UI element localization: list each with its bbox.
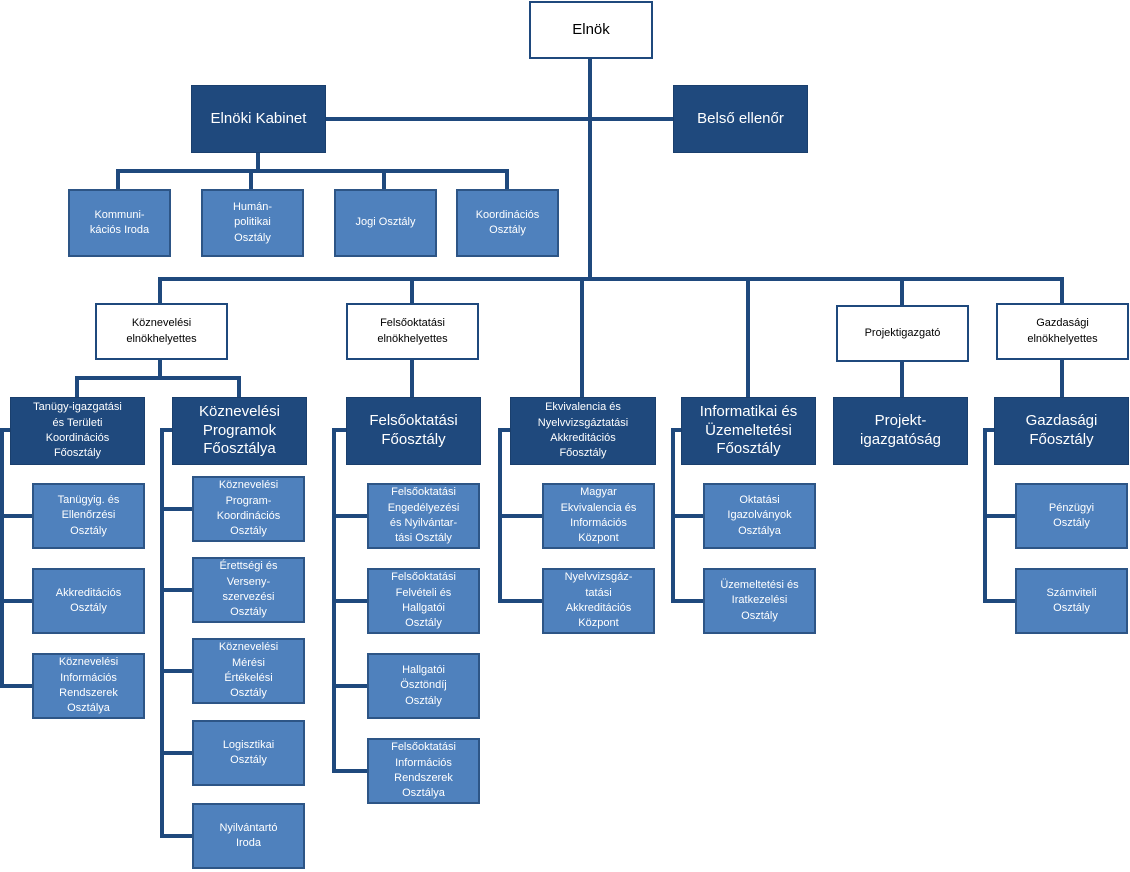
unit-hallgatoi-osztondij: Hallgatói Ösztöndíj Osztály xyxy=(367,653,480,719)
branch-koznevelesi-elnokhelyettes: Köznevelési elnökhelyettes xyxy=(95,303,228,360)
unit-penzugyi-osztaly: Pénzügyi Osztály xyxy=(1015,483,1128,549)
unit-szamviteli-osztaly: Számviteli Osztály xyxy=(1015,568,1128,634)
dept-gazdasagi-foosztaly: Gazdasági Főosztály xyxy=(994,397,1129,465)
unit-uzemeltetesi-iratkezelesi-osztaly: Üzemeltetési és Iratkezelési Osztály xyxy=(703,568,816,634)
node-belso-ellenor: Belső ellenőr xyxy=(673,85,808,153)
unit-akkreditacios-osztaly: Akkreditációs Osztály xyxy=(32,568,145,634)
unit-logisztikai-osztaly: Logisztikai Osztály xyxy=(192,720,305,786)
unit-koznevelesi-meresi-ertekelesi: Köznevelési Mérési Értékelési Osztály xyxy=(192,638,305,704)
dept-koznevelesi-programok-foosztalya: Köznevelési Programok Főosztálya xyxy=(172,397,307,465)
unit-koordinacios-osztaly: Koordinációs Osztály xyxy=(456,189,559,257)
node-elnok: Elnök xyxy=(529,1,653,59)
dept-tanugy-igazgatasi-foosztaly: Tanügy-igazgatási és Területi Koordináci… xyxy=(10,397,145,465)
unit-nyilvantarto-iroda: Nyilvántartó Iroda xyxy=(192,803,305,869)
unit-oktatasi-igazolvanyok-osztalya: Oktatási Igazolványok Osztálya xyxy=(703,483,816,549)
unit-felsooktatasi-felveteli: Felsőoktatási Felvételi és Hallgatói Osz… xyxy=(367,568,480,634)
unit-erettsegi-versenyszervezesi: Érettségi és Verseny- szervezési Osztály xyxy=(192,557,305,623)
dept-informatikai-foosztaly: Informatikai és Üzemeltetési Főosztály xyxy=(681,397,816,465)
unit-felsooktatasi-informacios-rendszerek: Felsőoktatási Információs Rendszerek Osz… xyxy=(367,738,480,804)
node-elnoki-kabinet: Elnöki Kabinet xyxy=(191,85,326,153)
unit-magyar-ekvivalencia-kozpont: Magyar Ekvivalencia és Információs Közpo… xyxy=(542,483,655,549)
dept-felsooktatasi-foosztaly: Felsőoktatási Főosztály xyxy=(346,397,481,465)
unit-jogi-osztaly: Jogi Osztály xyxy=(334,189,437,257)
unit-tanugyig-ellenorzesi-osztaly: Tanügyig. és Ellenőrzési Osztály xyxy=(32,483,145,549)
dept-ekvivalencia-foosztaly: Ekvivalencia és Nyelvvizsgáztatási Akkre… xyxy=(510,397,656,465)
unit-nyelvvizsgaztatasi-akkreditacios-kozpont: Nyelvvizsgáz- tatási Akkreditációs Közpo… xyxy=(542,568,655,634)
branch-gazdasagi-elnokhelyettes: Gazdasági elnökhelyettes xyxy=(996,303,1129,360)
dept-projekt-igazgatosag: Projekt- igazgatóság xyxy=(833,397,968,465)
unit-human-politikai-osztaly: Humán- politikai Osztály xyxy=(201,189,304,257)
unit-koznevelesi-informacios-rendszerek: Köznevelési Információs Rendszerek Osztá… xyxy=(32,653,145,719)
unit-kommunikacios-iroda: Kommuni- kációs Iroda xyxy=(68,189,171,257)
branch-projektigazgato: Projektigazgató xyxy=(836,305,969,362)
unit-felsooktatasi-engedelyezesi: Felsőoktatási Engedélyezési és Nyilvánta… xyxy=(367,483,480,549)
branch-felsooktatasi-elnokhelyettes: Felsőoktatási elnökhelyettes xyxy=(346,303,479,360)
unit-koznevelesi-program-koordinacios: Köznevelési Program- Koordinációs Osztál… xyxy=(192,476,305,542)
